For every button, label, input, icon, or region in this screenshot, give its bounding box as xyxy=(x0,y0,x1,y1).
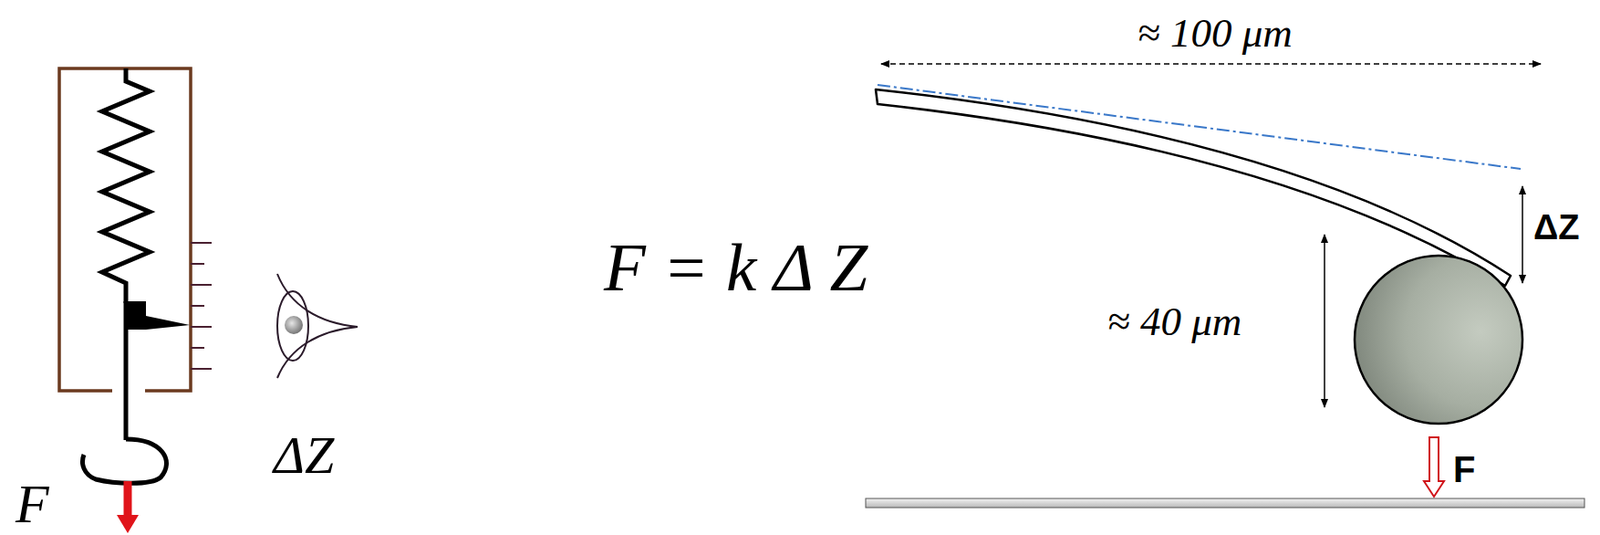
force-label: F xyxy=(15,476,50,531)
length-dimension: ≈ 100 μm xyxy=(1137,12,1293,54)
cantilever xyxy=(865,63,1585,508)
deflection-label: ΔZ xyxy=(1533,209,1580,245)
hooke-formula: F = k Δ Z xyxy=(603,232,868,302)
diameter-dimension: ≈ 40 μm xyxy=(1107,301,1242,343)
spring-scale xyxy=(59,68,212,533)
deflection-label: ΔZ xyxy=(273,428,334,482)
eye-symbol xyxy=(277,273,358,378)
force-label: F xyxy=(1453,450,1476,488)
